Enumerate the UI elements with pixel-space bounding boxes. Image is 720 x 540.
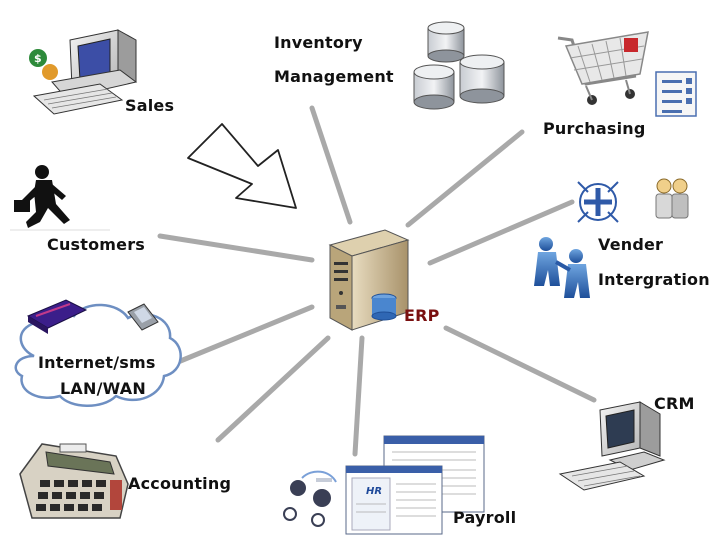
calculator-icon: [19, 443, 129, 519]
people-icon: [655, 178, 689, 219]
org-network-icon: [283, 470, 337, 527]
sales-computer-icon: $: [29, 29, 138, 115]
checklist-icon: [655, 71, 697, 117]
crm-computer-icon: [558, 401, 666, 491]
connector-vendor: [427, 199, 575, 266]
shopping-cart-icon: [557, 31, 649, 105]
purchasing-label: Purchasing: [543, 119, 646, 138]
internet-label-line2: LAN/WAN: [60, 379, 146, 398]
database-icon: [413, 21, 505, 110]
arrow-icon: [187, 123, 297, 209]
vendor-label-line1: Vender: [598, 235, 664, 254]
connector-purchasing: [405, 129, 525, 228]
connector-accounting: [215, 335, 331, 443]
connector-customers: [157, 233, 315, 263]
network-hub-icon: [577, 181, 619, 223]
svg-text:HR: HR: [366, 486, 382, 497]
vendor-label-line2: Intergration: [598, 270, 710, 289]
connector-internet: [175, 304, 315, 365]
payroll-label: Payroll: [453, 508, 517, 527]
handshake-people-icon: [534, 237, 590, 298]
sales-label: Sales: [125, 96, 175, 115]
router-icon: [26, 299, 88, 334]
connectors: [157, 105, 597, 457]
inventory-label-line1: Inventory: [274, 33, 363, 52]
hr-document-icon: HR: [345, 435, 485, 535]
connector-payroll: [352, 335, 365, 457]
crm-label: CRM: [654, 394, 695, 413]
customers-label: Customers: [47, 235, 146, 254]
erp-label: ERP: [404, 306, 440, 325]
inventory-label-line2: Management: [274, 67, 394, 86]
accounting-label: Accounting: [128, 474, 232, 493]
running-businessman-icon: [10, 165, 110, 231]
mobile-phone-icon: [127, 303, 159, 331]
connector-inventory: [309, 105, 353, 225]
internet-label-line1: Internet/sms: [38, 353, 156, 372]
erp-server-icon: [328, 229, 410, 331]
connector-crm: [443, 325, 597, 403]
svg-text:$: $: [34, 52, 42, 65]
